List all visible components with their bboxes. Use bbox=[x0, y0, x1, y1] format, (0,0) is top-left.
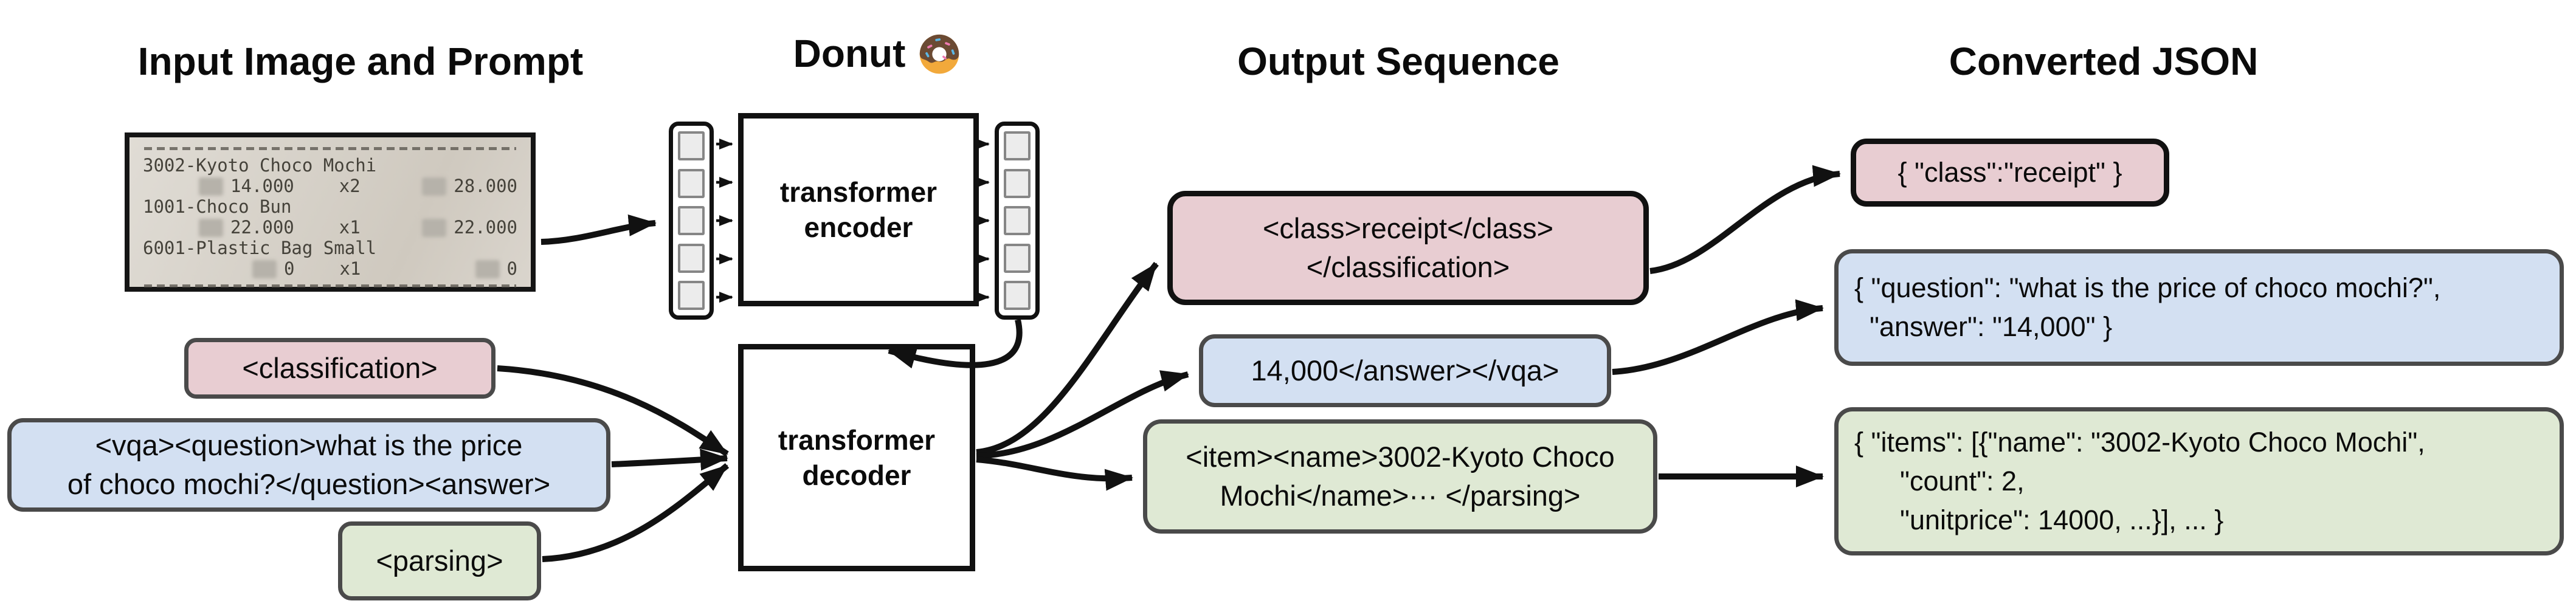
receipt-item-name: 1001-Choco Bun bbox=[143, 196, 292, 217]
output-parsing-box: <item><name>3002-Kyoto Choco Mochi</name… bbox=[1143, 419, 1657, 534]
output-parsing-line2: Mochi</name>··· </parsing> bbox=[1220, 480, 1581, 512]
prompt-classification-text: <classification> bbox=[242, 352, 438, 384]
prompt-vqa-box: <vqa><question>what is the price of choc… bbox=[7, 418, 610, 512]
prompt-vqa-line1: <vqa><question>what is the price bbox=[95, 429, 523, 461]
embedding-token bbox=[1004, 281, 1031, 310]
embedding-token bbox=[1004, 168, 1031, 198]
encoder-output-embedding-tokens bbox=[995, 122, 1040, 320]
json-vqa-line1: { "question": "what is the price of choc… bbox=[1854, 272, 2441, 303]
json-classification-text: { "class":"receipt" } bbox=[1897, 157, 2122, 188]
receipt-item-amounts: 22.000 x1 22.000 bbox=[143, 217, 517, 238]
transformer-decoder-block: transformer decoder bbox=[738, 344, 975, 571]
receipt-unitprice: 22.000 bbox=[230, 217, 294, 238]
json-parsing-line3: "unitprice": 14000, ...}], ... } bbox=[1854, 504, 2224, 535]
receipt-total: 22.000 bbox=[454, 217, 517, 238]
encoder-label-line2: encoder bbox=[804, 211, 913, 243]
receipt-qty: x1 bbox=[339, 258, 361, 279]
json-parsing-box: { "items": [{"name": "3002-Kyoto Choco M… bbox=[1834, 407, 2564, 555]
json-parsing-line2: "count": 2, bbox=[1854, 466, 2025, 497]
arrows-tokens-into-encoder bbox=[716, 139, 733, 303]
json-parsing-line1: { "items": [{"name": "3002-Kyoto Choco M… bbox=[1854, 427, 2425, 458]
patch-token bbox=[678, 206, 705, 235]
arrows-encoder-to-tokens bbox=[976, 139, 990, 303]
redacted-patch bbox=[199, 177, 223, 196]
receipt-item-name: 6001-Plastic Bag Small bbox=[143, 238, 377, 258]
receipt-divider-top bbox=[144, 147, 516, 150]
prompt-parsing-box: <parsing> bbox=[338, 521, 541, 600]
decoder-label-line2: decoder bbox=[802, 459, 911, 491]
receipt-qty: x1 bbox=[339, 217, 361, 238]
patch-token bbox=[678, 168, 705, 198]
heading-input-image-and-prompt: Input Image and Prompt bbox=[137, 40, 584, 83]
receipt-item-amounts: 0 x1 0 bbox=[143, 258, 517, 279]
output-parsing-line1: <item><name>3002-Kyoto Choco bbox=[1186, 441, 1615, 473]
encoder-label-line1: transformer bbox=[779, 176, 938, 208]
heading-converted-json: Converted JSON bbox=[1949, 40, 2259, 83]
receipt-image: 3002-Kyoto Choco Mochi 14.000 x2 28.000 1… bbox=[125, 132, 536, 292]
patch-token bbox=[678, 131, 705, 160]
json-classification-box: { "class":"receipt" } bbox=[1851, 139, 2169, 207]
donut-emoji bbox=[920, 34, 959, 74]
embedding-token bbox=[1004, 243, 1031, 273]
heading-output-sequence: Output Sequence bbox=[1237, 40, 1559, 83]
embedding-token bbox=[1004, 131, 1031, 160]
prompt-parsing-text: <parsing> bbox=[376, 545, 503, 577]
transformer-encoder-block: transformer encoder bbox=[738, 113, 979, 306]
arrow-vqa-prompt-to-decoder bbox=[611, 449, 728, 471]
embedding-token bbox=[1004, 206, 1031, 235]
arrow-decoder-to-parsing-output bbox=[976, 456, 1133, 491]
receipt-unitprice: 14.000 bbox=[230, 176, 294, 196]
receipt-total: 28.000 bbox=[454, 176, 517, 196]
output-vqa-box: 14,000</answer></vqa> bbox=[1199, 334, 1611, 407]
json-vqa-line2: "answer": "14,000" } bbox=[1854, 311, 2113, 342]
output-classification-line2: </classification> bbox=[1306, 251, 1510, 283]
output-classification-line1: <class>receipt</class> bbox=[1262, 212, 1554, 244]
json-vqa-box: { "question": "what is the price of choc… bbox=[1834, 249, 2564, 366]
receipt-divider-bottom bbox=[144, 284, 516, 287]
patch-token bbox=[678, 281, 705, 310]
output-classification-box: <class>receipt</class> </classification> bbox=[1167, 191, 1649, 305]
heading-donut-label: Donut bbox=[793, 32, 906, 75]
receipt-qty: x2 bbox=[339, 176, 361, 196]
redacted-patch bbox=[422, 177, 447, 196]
prompt-vqa-line2: of choco mochi?</question><answer> bbox=[67, 468, 551, 500]
arrow-classification-output-to-json bbox=[1649, 165, 1841, 274]
receipt-item-name: 3002-Kyoto Choco Mochi bbox=[143, 155, 377, 176]
arrow-receipt-to-encoder bbox=[540, 214, 657, 245]
redacted-patch bbox=[475, 260, 500, 278]
receipt-total: 0 bbox=[506, 258, 517, 279]
output-vqa-text: 14,000</answer></vqa> bbox=[1251, 354, 1559, 387]
redacted-patch bbox=[199, 219, 223, 237]
patch-token bbox=[678, 243, 705, 273]
heading-donut: Donut bbox=[757, 29, 1000, 78]
arrow-vqa-output-to-json bbox=[1612, 299, 1824, 375]
prompt-classification-box: <classification> bbox=[184, 338, 496, 399]
redacted-patch bbox=[252, 260, 277, 278]
redacted-patch bbox=[422, 219, 447, 237]
receipt-unitprice: 0 bbox=[284, 258, 295, 279]
encoder-input-patch-tokens bbox=[669, 122, 714, 320]
decoder-label-line1: transformer bbox=[778, 424, 936, 456]
receipt-item-amounts: 14.000 x2 28.000 bbox=[143, 176, 517, 196]
